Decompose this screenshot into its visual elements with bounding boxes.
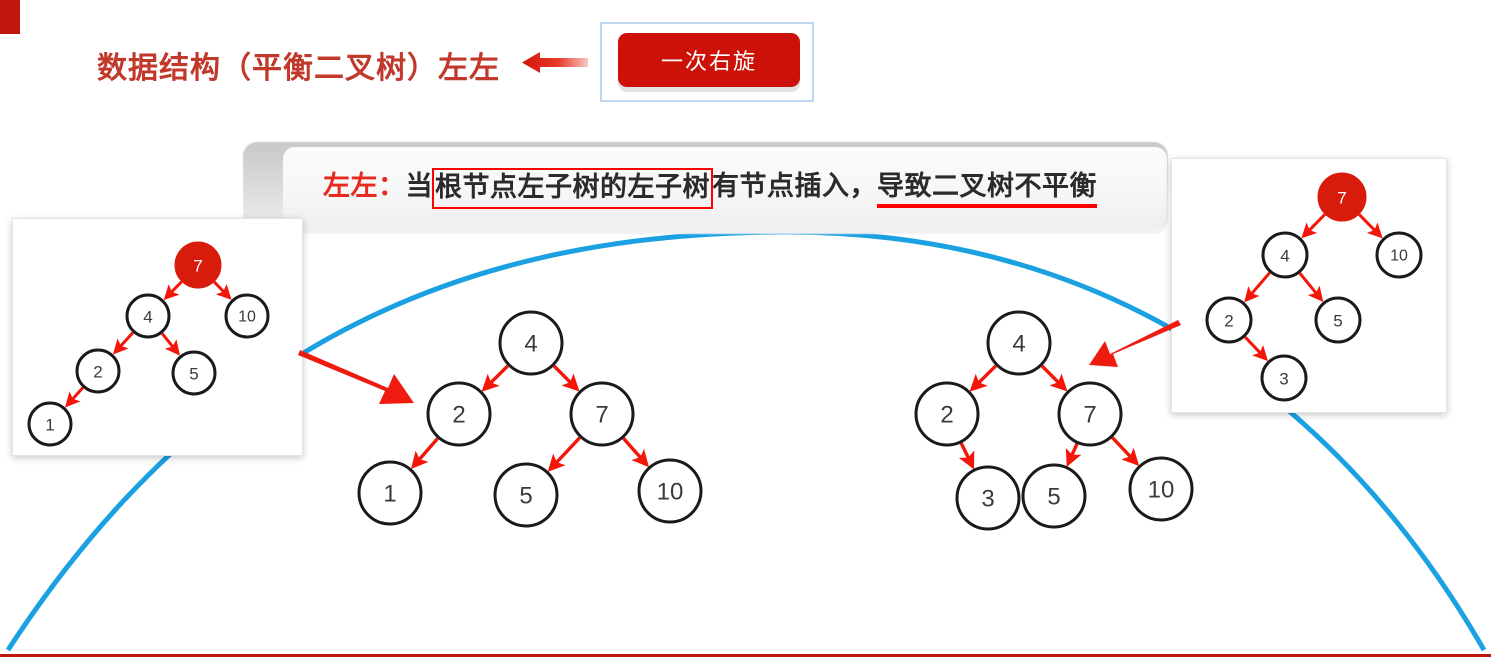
- tree-edge: [64, 386, 85, 408]
- tree-edge: [1358, 213, 1383, 239]
- tree-node-label: 2: [1224, 312, 1233, 331]
- page-title: 数据结构（平衡二叉树）左左: [97, 52, 500, 85]
- callout-frame: 一次右旋: [600, 22, 814, 102]
- tree-node-label: 5: [1333, 312, 1342, 331]
- center-left-tree: 4 2 7 1 5 10: [357, 310, 703, 528]
- corner-accent-mark: [0, 0, 20, 34]
- rotate-right-button[interactable]: 一次右旋: [618, 33, 800, 87]
- tree-node-label: 2: [940, 402, 953, 429]
- bottom-accent-rule: [0, 654, 1491, 657]
- tree-edge: [1244, 336, 1268, 362]
- tree-node-label: 7: [193, 257, 202, 276]
- tree-node-label: 1: [383, 481, 396, 508]
- definition-banner: 左左：当根节点左子树的左子树有节点插入，导致二叉树不平衡: [283, 147, 1167, 225]
- definition-banner-text: 左左：当根节点左子树的左子树有节点插入，导致二叉树不平衡: [283, 164, 1097, 209]
- tree-node-label: 10: [1148, 477, 1175, 504]
- tree-node-label: 4: [524, 331, 537, 358]
- tree-node-label: 4: [1012, 331, 1025, 358]
- tree-edge: [969, 364, 998, 392]
- tree-edge: [113, 331, 134, 355]
- tree-node-label: 5: [1047, 484, 1060, 511]
- tree-edge: [958, 442, 975, 470]
- tree-node-label: 10: [657, 479, 684, 506]
- banner-part2: 有节点插入，: [712, 171, 877, 201]
- tree-edge: [1301, 213, 1326, 239]
- tree-node-label: 7: [595, 402, 608, 429]
- tree-edge: [213, 280, 232, 300]
- tree-edge: [622, 437, 649, 468]
- banner-underlined-phrase: 导致二叉树不平衡: [877, 171, 1097, 208]
- tree-edge: [1065, 443, 1082, 467]
- tree-node-label: 7: [1337, 189, 1346, 208]
- tree-node-circle: [1317, 172, 1367, 222]
- tree-edge: [547, 436, 582, 472]
- tree-node-label: 4: [143, 308, 152, 327]
- tree-node-label: 10: [238, 309, 256, 326]
- tree-node-label: 5: [189, 365, 198, 384]
- banner-lead-label: 左左：: [323, 171, 406, 201]
- banner-boxed-phrase: 根节点左子树的左子树: [432, 168, 713, 209]
- tree-node-label: 2: [452, 402, 465, 429]
- tree-edge: [1111, 436, 1140, 466]
- tree-edge: [160, 332, 180, 356]
- tree-node-label: 3: [1279, 370, 1288, 389]
- tree-node-label: 2: [93, 363, 102, 382]
- panel-left-tree: 7 4 10 2 5 1: [27, 241, 270, 447]
- tree-edge: [1298, 272, 1324, 302]
- banner-part1: 当: [405, 171, 433, 201]
- tree-node-label: 3: [981, 486, 994, 513]
- tree-edge: [552, 364, 580, 392]
- tree-node-label: 1: [45, 416, 54, 435]
- tree-edge: [163, 280, 183, 301]
- panel-right-tree: 7 4 10 2 5 3: [1205, 172, 1423, 402]
- tree-edge: [1244, 271, 1271, 303]
- tree-edge: [410, 437, 439, 470]
- tree-node-label: 10: [1390, 248, 1408, 265]
- tree-node-label: 5: [519, 483, 532, 510]
- tree-node-label: 7: [1083, 402, 1096, 429]
- tree-edge: [1040, 364, 1068, 392]
- center-right-tree: 4 2 7 3 5 10: [914, 310, 1194, 531]
- tree-node-label: 4: [1280, 247, 1289, 266]
- tree-edge: [481, 364, 510, 392]
